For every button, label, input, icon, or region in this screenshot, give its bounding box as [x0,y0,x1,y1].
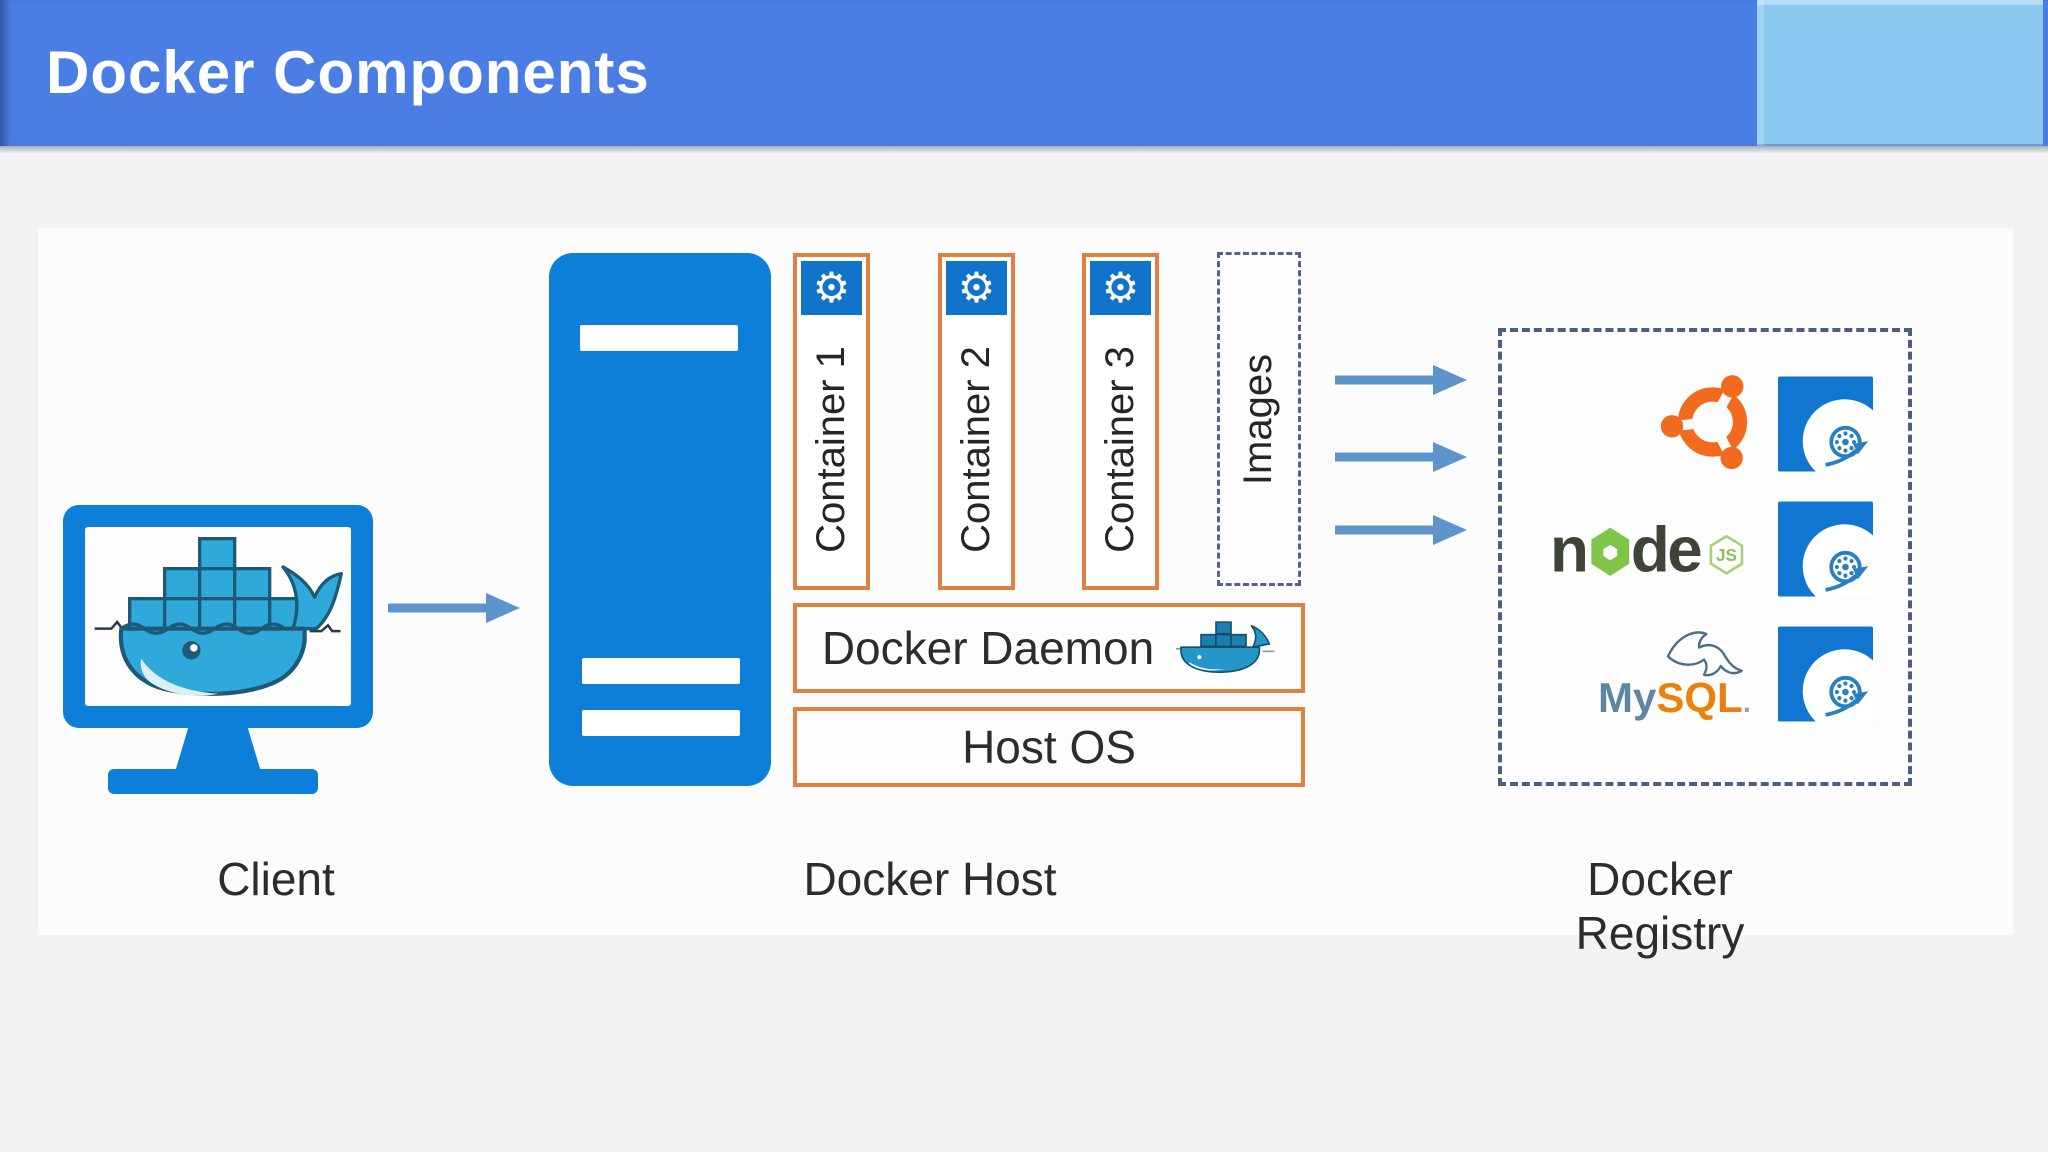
container-3-box: ⚙ Container 3 [1082,253,1159,590]
mysql-text-sql: SQL [1656,674,1743,721]
client-monitor-base [108,769,318,794]
mysql-logo: MySQL. [1598,630,1763,722]
server-tower-icon [549,253,771,786]
server-slot [580,325,738,351]
images-box: Images [1217,252,1301,586]
container-2-box: ⚙ Container 2 [938,253,1015,590]
header-bar: Docker Components [0,0,2048,146]
gear-icon: ⚙ [812,263,851,312]
client-to-host-arrow-icon [388,593,520,623]
mysql-text-my: My [1598,674,1657,721]
container-gear-header: ⚙ [1090,261,1151,315]
host-to-registry-arrow-icon [1335,515,1467,545]
host-os-label: Host OS [962,721,1136,773]
client-monitor-icon [63,505,373,728]
nodejs-badge: JS [1716,545,1737,565]
ubuntu-logo [1660,375,1748,470]
host-to-registry-arrow-icon [1335,365,1467,395]
client-monitor-stand [175,726,261,772]
corner-accent-rect [1757,0,2043,150]
header-shadow [0,146,2048,153]
container-gear-header: ⚙ [946,261,1007,315]
container-gear-header: ⚙ [801,261,862,315]
container-3-label: Container 3 [1098,346,1143,553]
mysql-dolphin-icon [1666,631,1743,677]
page-title: Docker Components [46,39,650,106]
docker-registry-label: Docker Registry [1575,853,1745,959]
docker-host-label: Docker Host [803,853,1057,905]
container-1-box: ⚙ Container 1 [793,253,870,590]
images-label: Images [1236,353,1281,485]
image-disk-icon [1778,376,1873,472]
nodejs-text: de [1631,515,1701,586]
docker-whale-small-icon [1176,621,1275,674]
client-monitor-screen [85,527,351,706]
image-disk-icon [1778,626,1873,722]
mysql-wordmark: MySQL. [1598,674,1751,722]
docker-daemon-box: Docker Daemon [793,603,1305,693]
host-os-box: Host OS [793,707,1305,787]
container-1-label: Container 1 [809,346,854,553]
image-disk-icon [1778,501,1873,597]
gear-icon: ⚙ [957,263,996,312]
nodejs-text-n: n [1550,515,1589,586]
server-slot [582,658,740,684]
host-to-registry-arrow-icon [1335,442,1467,472]
gear-icon: ⚙ [1101,263,1140,312]
docker-daemon-label: Docker Daemon [821,622,1155,674]
client-label: Client [217,853,335,905]
docker-whale-icon [94,536,343,696]
server-slot [582,710,740,736]
mysql-text-dot: . [1742,686,1752,719]
container-2-label: Container 2 [954,346,999,553]
nodejs-logo: n de JS [1550,515,1744,586]
